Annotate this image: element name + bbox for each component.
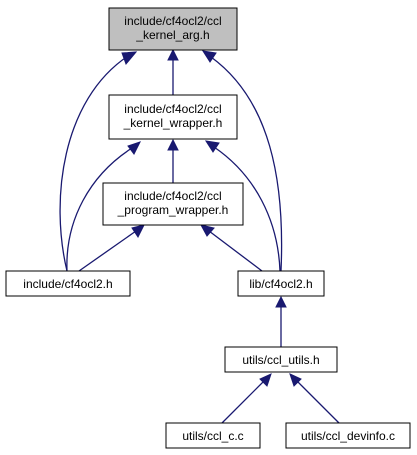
node-lib-cf4ocl2-h-label: lib/cf4ocl2.h bbox=[249, 277, 312, 291]
node-ccl-c-c-label: utils/ccl_c.c bbox=[182, 429, 243, 443]
edge-lib-cf4ocl2-to-kernel-wrapper bbox=[204, 140, 281, 272]
node-include-cf4ocl2-h[interactable]: include/cf4ocl2.h bbox=[5, 270, 131, 297]
edge-lib-cf4ocl2-to-program-wrapper bbox=[200, 224, 263, 272]
edge-include-cf4ocl2-to-program-wrapper bbox=[78, 224, 145, 272]
node-ccl-utils-h-label: utils/ccl_utils.h bbox=[242, 353, 319, 367]
edge-program-wrapper-to-kernel-wrapper bbox=[167, 138, 179, 183]
node-ccl-program-wrapper-h-line1: include/cf4ocl2/ccl bbox=[124, 189, 221, 203]
node-include-cf4ocl2-h-label: include/cf4ocl2.h bbox=[23, 277, 112, 291]
node-ccl-kernel-arg-h-line1: include/cf4ocl2/ccl bbox=[124, 14, 221, 28]
node-ccl-program-wrapper-h[interactable]: include/cf4ocl2/ccl _program_wrapper.h bbox=[102, 182, 244, 226]
edge-lib-cf4ocl2-to-kernel-arg bbox=[201, 50, 283, 272]
edge-include-cf4ocl2-to-kernel-arg bbox=[59, 51, 138, 272]
node-ccl-program-wrapper-h-line2: _program_wrapper.h bbox=[117, 203, 229, 217]
node-lib-cf4ocl2-h[interactable]: lib/cf4ocl2.h bbox=[237, 270, 325, 297]
edge-include-cf4ocl2-to-kernel-wrapper bbox=[66, 141, 141, 272]
edge-ccl-c-to-ccl-utils bbox=[221, 373, 272, 424]
node-ccl-devinfo-c-label: utils/ccl_devinfo.c bbox=[301, 429, 395, 443]
node-ccl-devinfo-c[interactable]: utils/ccl_devinfo.c bbox=[285, 422, 411, 449]
node-ccl-kernel-arg-h[interactable]: include/cf4ocl2/ccl _kernel_arg.h bbox=[108, 7, 238, 51]
edge-ccl-devinfo-to-ccl-utils bbox=[289, 373, 340, 424]
node-ccl-kernel-wrapper-h-line2: _kernel_wrapper.h bbox=[123, 116, 223, 130]
node-ccl-utils-h[interactable]: utils/ccl_utils.h bbox=[224, 346, 338, 373]
edge-kernel-wrapper-to-kernel-arg bbox=[167, 48, 179, 95]
node-ccl-kernel-arg-h-line2: _kernel_arg.h bbox=[135, 28, 209, 42]
edge-ccl-utils-to-lib-cf4ocl2 bbox=[275, 295, 287, 347]
node-ccl-c-c[interactable]: utils/ccl_c.c bbox=[165, 422, 261, 449]
node-ccl-kernel-wrapper-h[interactable]: include/cf4ocl2/ccl _kernel_wrapper.h bbox=[108, 94, 238, 140]
node-ccl-kernel-wrapper-h-line1: include/cf4ocl2/ccl bbox=[124, 102, 221, 116]
